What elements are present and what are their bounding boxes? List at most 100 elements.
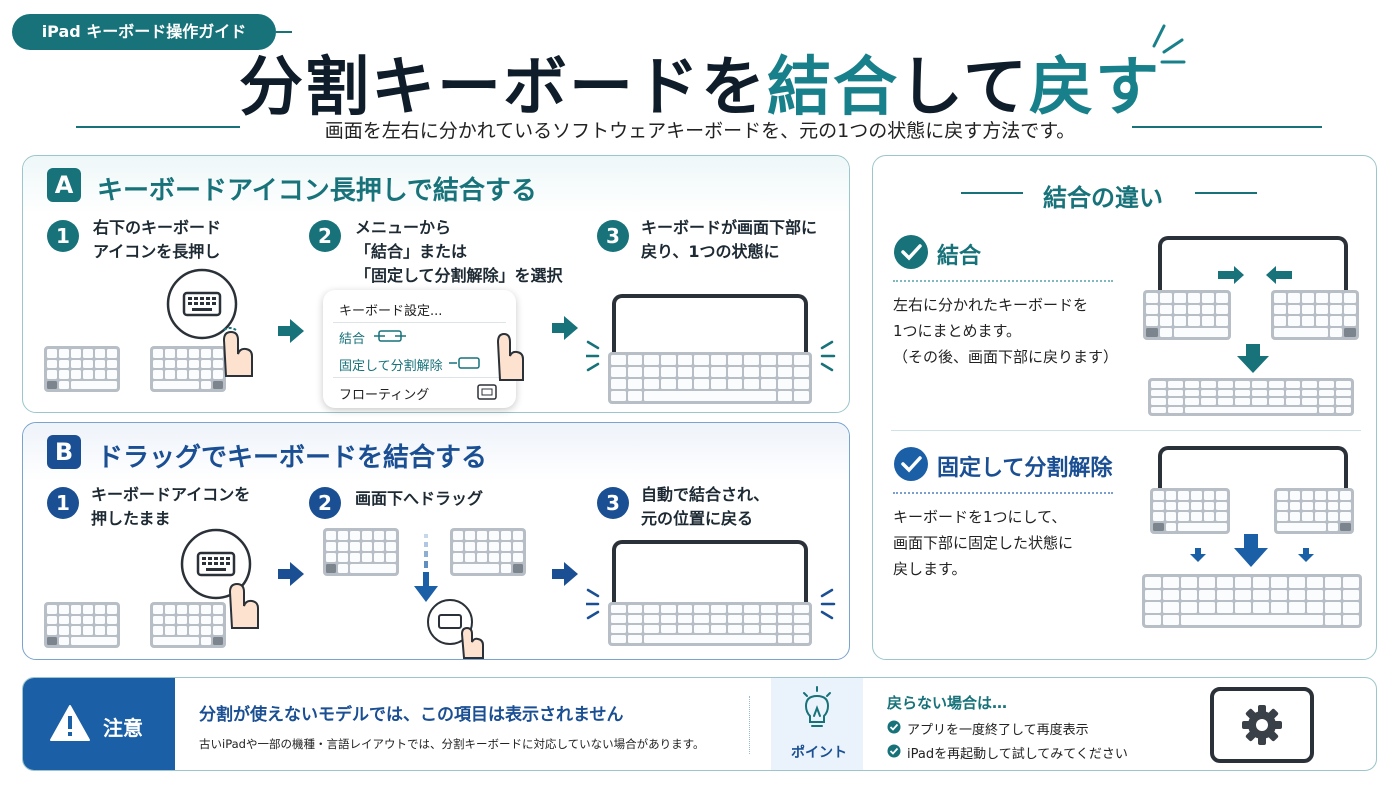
notice-divider — [749, 696, 750, 754]
menu-separator-2 — [333, 377, 506, 378]
tip-check-icon — [887, 720, 901, 734]
split-keyboard-left-b — [44, 602, 120, 648]
caution-sub-text: 古いiPadや一部の機種・言語レイアウトでは、分割キーボードに対応していない場合… — [199, 737, 705, 751]
merged-keyboard-a — [608, 352, 812, 404]
ipad-screen-a — [612, 294, 808, 354]
step-b2-line1: 画面下へドラッグ — [355, 489, 484, 508]
step-a1-line2: アイコンを長押し — [93, 242, 221, 261]
point-block: ポイント — [771, 678, 863, 770]
step-b1-line2: 押したまま — [91, 509, 171, 528]
title-part3: して — [898, 51, 1030, 125]
merge-icon — [374, 330, 406, 342]
step-a1-number: 1 — [47, 220, 79, 252]
dock-keyboard-icon — [449, 357, 480, 369]
tag-pointer-icon — [276, 31, 292, 33]
section-b-header — [23, 423, 849, 481]
tip-restart-app: アプリを一度終了して再度表示 — [907, 723, 1089, 738]
section-b-badge: B — [47, 435, 81, 469]
step-a1-line1: 右下のキーボード — [93, 218, 222, 237]
docked-result-keyboard — [1142, 574, 1362, 628]
dock-split-right — [1274, 488, 1354, 534]
drag-keyboard-right — [450, 528, 526, 576]
dock-down-arrows-icon — [1190, 534, 1314, 567]
comparison-rule-right — [1195, 192, 1257, 194]
dock-merge-description: キーボードを1つにして、 画面下部に固定した状態に 戻します。 — [893, 504, 1073, 582]
gear-icon — [1210, 687, 1314, 763]
tips-title: 戻らない場合は… — [887, 694, 1008, 712]
notice-bar: 注意 分割が使えないモデルでは、この項目は表示されません 古いiPadや一部の機… — [22, 677, 1377, 771]
warning-triangle-icon — [50, 705, 90, 741]
caution-main-text: 分割が使えないモデルでは、この項目は表示されません — [199, 705, 624, 725]
step-a3-text: キーボードが画面下部に 戻り、1つの状態に — [641, 216, 817, 264]
point-label: ポイント — [791, 745, 847, 761]
dock-merge-heading: 固定して分割解除 — [937, 456, 1113, 481]
section-a-header — [23, 156, 849, 214]
comparison-title: 結合の違い — [1043, 184, 1163, 212]
step-a2-text: メニューから 「結合」または 「固定して分割解除」を選択 — [355, 216, 563, 288]
impact-lines-b — [586, 588, 836, 620]
menu-item-merge[interactable]: 結合 — [339, 332, 366, 347]
split-keyboard-right — [150, 346, 226, 392]
menu-item-dock-and-merge[interactable]: 固定して分割解除 — [339, 359, 443, 374]
step-a2-number: 2 — [309, 220, 341, 252]
step-b1-text: キーボードアイコンを 押したまま — [91, 483, 250, 531]
ipad-screen-b — [612, 540, 808, 604]
merge-heading: 結合 — [937, 244, 982, 269]
menu-item-settings[interactable]: キーボード設定... — [339, 304, 443, 319]
step-a2-line1: メニューから — [355, 218, 452, 237]
title-part1: 分割キーボードを — [238, 51, 767, 125]
dock-desc-line1: キーボードを1つにして、 — [893, 508, 1067, 526]
menu-item-floating[interactable]: フローティング — [339, 388, 430, 403]
lightbulb-icon — [803, 686, 831, 727]
tip-check-icon-2 — [887, 744, 901, 758]
merged-result-keyboard — [1148, 378, 1354, 416]
merge-arrows-icon — [1218, 266, 1292, 284]
section-a-badge: A — [47, 168, 81, 202]
drag-down-icon[interactable] — [404, 530, 496, 660]
sparkle-icon — [1152, 24, 1186, 64]
title-part4: 戻す — [1029, 51, 1162, 125]
merge-divider — [893, 280, 1113, 282]
merged-keyboard-b — [608, 602, 812, 646]
dock-merge-divider — [893, 492, 1113, 494]
guide-tag: iPad キーボード操作ガイド — [12, 14, 276, 50]
section-a-title: キーボードアイコン長押しで結合する — [97, 176, 537, 206]
subtitle-rule-right — [1132, 126, 1322, 128]
step-b1-number: 1 — [47, 487, 79, 519]
step-a3-number: 3 — [597, 220, 629, 252]
step-b2-text: 画面下へドラッグ — [355, 487, 483, 511]
impact-lines-a — [586, 340, 836, 372]
step-a1-text: 右下のキーボード アイコンを長押し — [93, 216, 221, 264]
hand-pointer-icon — [496, 332, 524, 381]
step-b3-line1: 自動で結合され、 — [641, 485, 770, 504]
dock-desc-line3: 戻します。 — [893, 560, 967, 578]
section-b-title: ドラッグでキーボードを結合する — [97, 443, 488, 473]
merge-split-left — [1143, 290, 1231, 340]
title-part2: 結合 — [766, 51, 899, 125]
step-a3-line1: キーボードが画面下部に — [641, 218, 818, 237]
floating-icon — [477, 384, 497, 400]
step-b3-line2: 元の位置に戻る — [641, 509, 754, 528]
step-b1-line1: キーボードアイコンを — [91, 485, 251, 504]
step-a3-line2: 戻り、1つの状態に — [641, 242, 780, 261]
step-b3-number: 3 — [597, 487, 629, 519]
step-a2-line3: 「固定して分割解除」を選択 — [355, 266, 563, 285]
dock-desc-line2: 画面下部に固定した状態に — [893, 534, 1074, 552]
check-circle-icon — [894, 235, 928, 269]
merge-desc-line2: 1つにまとめます。 — [893, 322, 1022, 340]
comparison-separator — [891, 430, 1361, 431]
caution-block: 注意 — [23, 678, 175, 770]
merge-desc-line1: 左右に分かれたキーボードを — [893, 296, 1089, 314]
keyboard-icon-b[interactable] — [180, 528, 270, 636]
drag-keyboard-left — [323, 528, 399, 576]
split-keyboard-right-b — [150, 602, 226, 648]
tip-reboot-ipad: iPadを再起動して試してみてください — [907, 747, 1128, 762]
keyboard-icon[interactable] — [166, 268, 262, 384]
merge-desc-line3: （その後、画面下部に戻ります） — [893, 348, 1119, 366]
caution-label: 注意 — [103, 716, 143, 740]
page-title: 分割キーボードを結合して戻す — [0, 36, 1400, 128]
subtitle-rule-left — [76, 126, 240, 128]
check-circle-icon-2 — [894, 447, 928, 481]
comparison-rule-left — [961, 192, 1023, 194]
page-subtitle: 画面を左右に分かれているソフトウェアキーボードを、元の1つの状態に戻す方法です。 — [324, 120, 1076, 142]
